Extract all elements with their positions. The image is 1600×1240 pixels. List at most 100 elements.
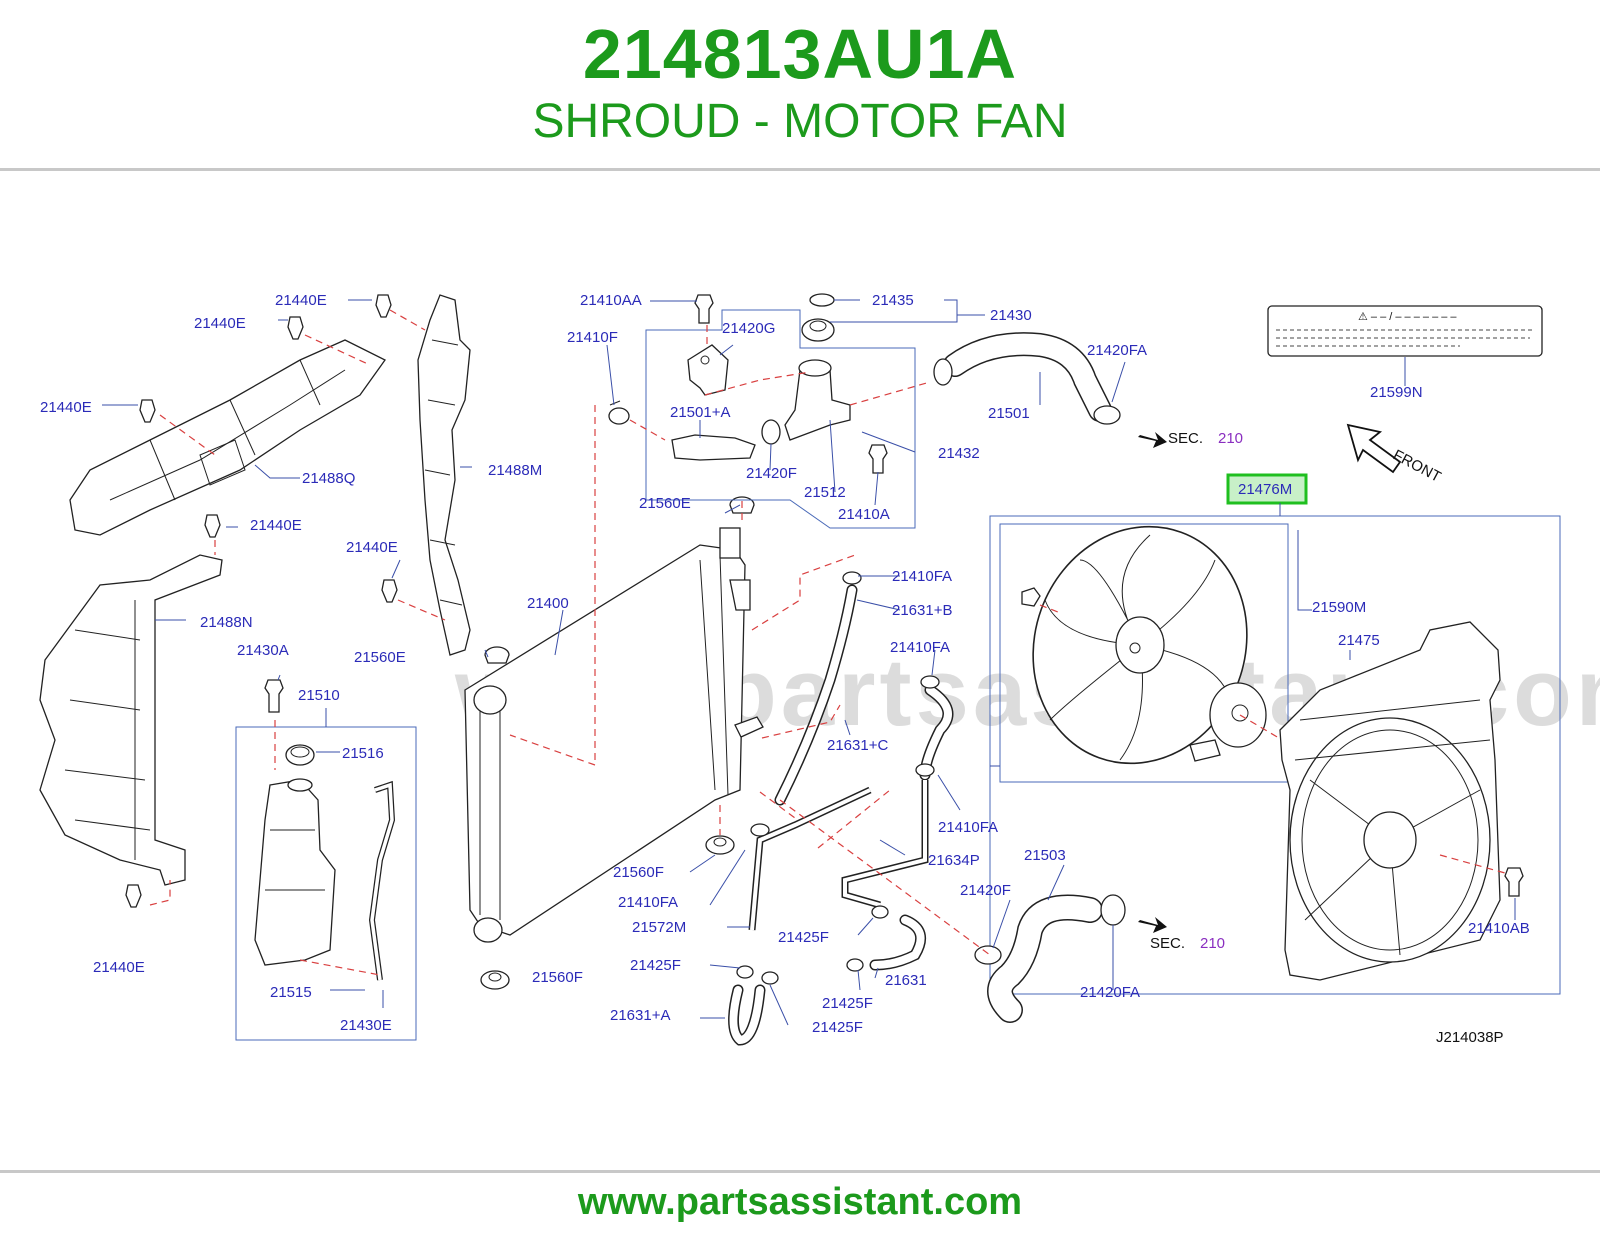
bolt-21410AA-icon bbox=[694, 294, 714, 324]
label-21512: 21512 bbox=[804, 484, 846, 501]
label-21430: 21430 bbox=[990, 307, 1032, 324]
clamp-21420F-upper-icon bbox=[761, 419, 781, 445]
label-21488M: 21488M bbox=[488, 462, 542, 479]
hose-21631A[interactable] bbox=[728, 984, 766, 1046]
side-guide-21488M[interactable] bbox=[417, 294, 471, 656]
upper-hose-21501[interactable] bbox=[943, 332, 1112, 422]
bolt-21410A-icon bbox=[868, 444, 888, 474]
fan-assembly-box bbox=[989, 515, 1561, 995]
small-clamps-icons bbox=[736, 571, 1126, 985]
reservoir-hose-21631B[interactable] bbox=[774, 584, 858, 806]
label-21440E-e: 21440E bbox=[346, 539, 398, 556]
mount-rubber-21560F-mid-icon bbox=[705, 835, 735, 855]
air-guide-upper-21488Q[interactable] bbox=[69, 339, 386, 536]
label-21420F-b: 21420F bbox=[960, 882, 1011, 899]
label-21634P: 21634P bbox=[928, 852, 980, 869]
air-guide-lower-21488N[interactable] bbox=[39, 554, 223, 886]
label-21475: 21475 bbox=[1338, 632, 1380, 649]
label-21420FA-a: 21420FA bbox=[1087, 342, 1147, 359]
reservoir-tank-21510[interactable] bbox=[254, 778, 336, 966]
front-direction-arrow-icon bbox=[1346, 423, 1402, 474]
label-21410FA-d: 21410FA bbox=[618, 894, 678, 911]
arrow-sec-upper-icon bbox=[1138, 432, 1167, 448]
label-21631-A: 21631+A bbox=[610, 1007, 670, 1024]
label-21501: 21501 bbox=[988, 405, 1030, 422]
label-21503: 21503 bbox=[1024, 847, 1066, 864]
label-21410AA: 21410AA bbox=[580, 292, 642, 309]
diagram-code: J214038P bbox=[1436, 1029, 1504, 1046]
filler-neck-21512[interactable] bbox=[784, 359, 851, 441]
highlighted-part-label: 21476M bbox=[1238, 481, 1292, 498]
label-21440E-b: 21440E bbox=[194, 315, 246, 332]
part-labels: 21440E 21440E 21440E 21440E 21440E 21440… bbox=[40, 292, 1530, 1046]
label-21410AB: 21410AB bbox=[1468, 920, 1530, 937]
parts-diagram: www.partsassistant.com bbox=[0, 172, 1600, 1168]
highlight-21476M[interactable] bbox=[1226, 473, 1308, 505]
parts-diagram-svg: www.partsassistant.com bbox=[39, 292, 1600, 1046]
fan-motor-icon bbox=[1189, 682, 1267, 762]
label-21432: 21432 bbox=[938, 445, 980, 462]
lower-hose-21503[interactable] bbox=[987, 894, 1103, 1023]
caution-label-text: ⚠ – – / – – – – – – – bbox=[1358, 311, 1457, 323]
sec-number-upper: 210 bbox=[1218, 430, 1243, 447]
label-21631: 21631 bbox=[885, 972, 927, 989]
hose-21631[interactable] bbox=[869, 914, 927, 971]
label-21631-C: 21631+C bbox=[827, 737, 888, 754]
fan-shroud-21475[interactable] bbox=[1279, 621, 1501, 981]
label-21410A: 21410A bbox=[838, 506, 890, 523]
label-21430A: 21430A bbox=[237, 642, 289, 659]
label-21440E-d: 21440E bbox=[250, 517, 302, 534]
mount-rubber-21560E-lower-icon bbox=[484, 646, 510, 664]
label-21425F-b: 21425F bbox=[630, 957, 681, 974]
mount-rubber-21560F-lower-icon bbox=[480, 970, 510, 990]
radiator-21400[interactable] bbox=[464, 527, 764, 943]
clamp-21410F-icon bbox=[608, 400, 630, 425]
pipe-21634P[interactable] bbox=[748, 780, 929, 931]
caution-label-21599N[interactable]: ⚠ – – / – – – – – – – bbox=[1267, 305, 1543, 357]
bolt-21430A-icon bbox=[264, 679, 284, 713]
label-21572M: 21572M bbox=[632, 919, 686, 936]
sec-number-lower: 210 bbox=[1200, 935, 1225, 952]
bolt-21410AB-icon bbox=[1504, 867, 1524, 897]
bracket-21420G[interactable] bbox=[687, 344, 729, 396]
label-21430E: 21430E bbox=[340, 1017, 392, 1034]
radiator-cap-21430[interactable] bbox=[801, 318, 835, 342]
footer-url[interactable]: www.partsassistant.com bbox=[577, 1181, 1023, 1223]
leader-lines bbox=[102, 299, 1516, 1026]
label-21400: 21400 bbox=[527, 595, 569, 612]
label-21590M: 21590M bbox=[1312, 599, 1366, 616]
label-21599N: 21599N bbox=[1370, 384, 1423, 401]
label-21515: 21515 bbox=[270, 984, 312, 1001]
fan-motor-subgroup-box bbox=[999, 523, 1289, 783]
seal-21435-icon bbox=[809, 293, 835, 307]
page-header: 214813AU1A SHROUD - MOTOR FAN bbox=[0, 0, 1600, 170]
label-21440E-c: 21440E bbox=[40, 399, 92, 416]
reservoir-cap-21516[interactable] bbox=[285, 744, 315, 766]
label-21410FA-a: 21410FA bbox=[892, 568, 952, 585]
label-21425F-a: 21425F bbox=[778, 929, 829, 946]
part-name-subtitle: SHROUD - MOTOR FAN bbox=[532, 95, 1068, 148]
clamp-21420FA-upper-icon bbox=[1093, 405, 1121, 425]
label-21425F-c: 21425F bbox=[822, 995, 873, 1012]
label-21560E-b: 21560E bbox=[354, 649, 406, 666]
clip-21440E-icons bbox=[125, 294, 398, 908]
label-21410FA-b: 21410FA bbox=[890, 639, 950, 656]
hose-21501A[interactable] bbox=[671, 434, 756, 461]
clamp-21420F-hose-icon bbox=[933, 358, 953, 386]
fan-blade-21590M[interactable] bbox=[1000, 496, 1279, 793]
label-21425F-d: 21425F bbox=[812, 1019, 863, 1036]
label-21488Q: 21488Q bbox=[302, 470, 355, 487]
label-21435: 21435 bbox=[872, 292, 914, 309]
label-21510: 21510 bbox=[298, 687, 340, 704]
label-21420G: 21420G bbox=[722, 320, 775, 337]
label-21410FA-c: 21410FA bbox=[938, 819, 998, 836]
footer-divider bbox=[0, 1170, 1600, 1173]
filler-group-box bbox=[645, 309, 916, 529]
arrow-sec-lower-icon bbox=[1138, 917, 1167, 933]
sec-label-upper: SEC. bbox=[1168, 430, 1203, 447]
label-21631-B: 21631+B bbox=[892, 602, 952, 619]
label-21560F-a: 21560F bbox=[613, 864, 664, 881]
part-number-title: 214813AU1A bbox=[582, 15, 1018, 93]
label-21560E-a: 21560E bbox=[639, 495, 691, 512]
label-21410F: 21410F bbox=[567, 329, 618, 346]
